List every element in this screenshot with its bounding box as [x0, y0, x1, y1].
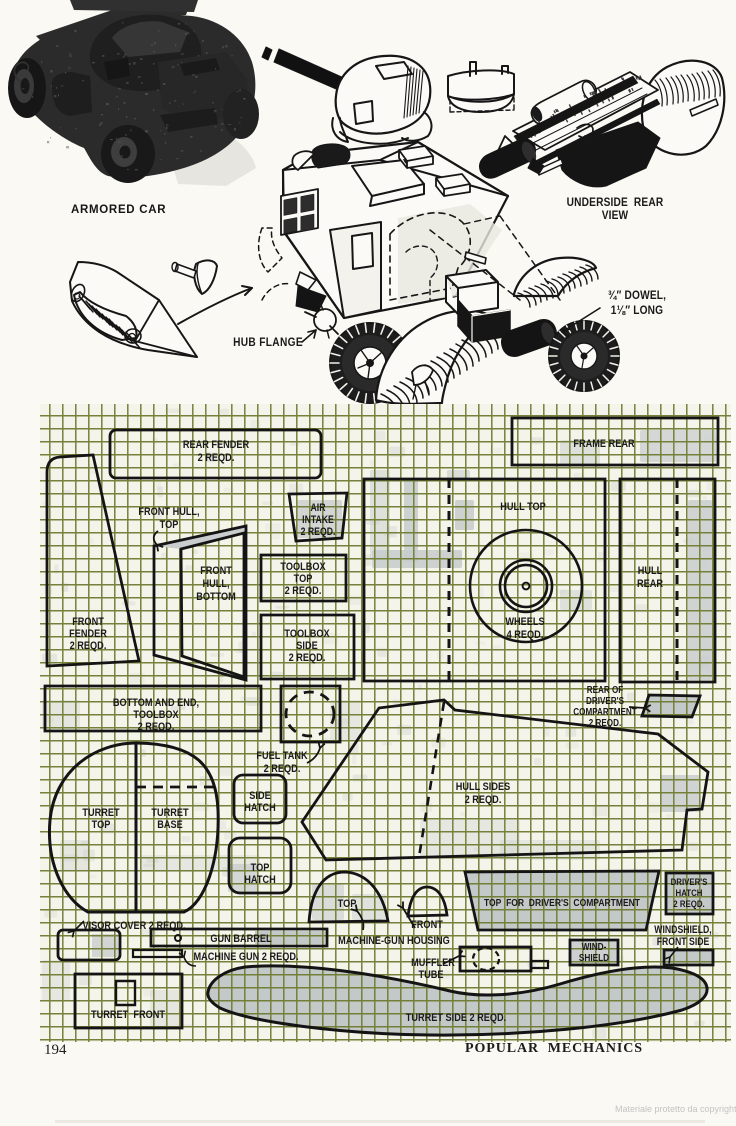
svg-text:MACHINE GUN 2 REQD.: MACHINE GUN 2 REQD. [193, 951, 298, 963]
svg-text:FENDER: FENDER [69, 628, 107, 640]
svg-text:TURRET SIDE 2 REQD.: TURRET SIDE 2 REQD. [406, 1012, 507, 1024]
svg-text:TOOLBOX: TOOLBOX [133, 709, 178, 721]
svg-text:BOTTOM AND END,: BOTTOM AND END, [113, 697, 199, 709]
svg-text:MUFFLER: MUFFLER [411, 957, 455, 969]
svg-text:2 REQD.: 2 REQD. [138, 721, 175, 733]
svg-text:2 REQD.: 2 REQD. [70, 640, 107, 652]
svg-text:FRONT: FRONT [200, 565, 232, 577]
svg-text:2 REQD.: 2 REQD. [301, 526, 336, 538]
svg-text:¾″ DOWEL,: ¾″ DOWEL, [608, 289, 666, 302]
svg-text:HULL,: HULL, [202, 578, 229, 590]
svg-text:HULL: HULL [638, 565, 662, 577]
svg-text:TOP: TOP [160, 519, 179, 531]
svg-text:TURRET: TURRET [82, 807, 120, 819]
svg-text:DRIVER'S: DRIVER'S [671, 876, 708, 887]
svg-text:2 REQD.: 2 REQD. [264, 763, 301, 775]
svg-text:WINDSHIELD,: WINDSHIELD, [654, 924, 712, 936]
svg-text:UNDERSIDE REAR: UNDERSIDE REAR [567, 196, 664, 209]
svg-text:BOTTOM: BOTTOM [196, 591, 236, 603]
svg-text:TUBE: TUBE [419, 969, 444, 981]
svg-text:TOOLBOX: TOOLBOX [280, 561, 325, 573]
svg-text:TOP: TOP [338, 898, 357, 910]
svg-text:TURRET FRONT: TURRET FRONT [91, 1009, 166, 1021]
svg-text:HATCH: HATCH [244, 874, 275, 886]
svg-text:TOP: TOP [294, 573, 313, 585]
svg-text:INTAKE: INTAKE [302, 514, 334, 526]
svg-text:FRONT: FRONT [411, 919, 443, 931]
svg-text:TOP FOR DRIVER'S COMPARTMEN: TOP FOR DRIVER'S COMPARTMENT [484, 897, 640, 909]
svg-text:WHEELS: WHEELS [505, 616, 544, 628]
svg-text:HATCH: HATCH [676, 887, 703, 898]
svg-text:TOP: TOP [92, 819, 111, 831]
svg-text:2 REQD.: 2 REQD. [198, 452, 235, 464]
svg-text:TURRET: TURRET [151, 807, 189, 819]
svg-text:HUB FLANGE: HUB FLANGE [233, 336, 303, 349]
svg-text:WIND-: WIND- [582, 941, 607, 952]
svg-text:FRONT SIDE: FRONT SIDE [657, 936, 710, 948]
svg-text:FRAME REAR: FRAME REAR [573, 438, 635, 450]
svg-text:VIEW: VIEW [602, 209, 629, 222]
svg-text:HULL SIDES: HULL SIDES [456, 781, 511, 793]
svg-text:TOP: TOP [251, 862, 270, 874]
svg-text:COMPARTMENT: COMPARTMENT [573, 706, 637, 717]
svg-text:REAR OF: REAR OF [587, 684, 624, 695]
svg-text:REAR FENDER: REAR FENDER [183, 439, 250, 451]
svg-text:FRONT: FRONT [72, 616, 104, 628]
svg-text:2 REQD.: 2 REQD. [465, 794, 502, 806]
svg-text:2 REQD.: 2 REQD. [589, 717, 621, 728]
svg-text:BASE: BASE [157, 819, 183, 831]
svg-text:SHIELD: SHIELD [579, 952, 610, 963]
svg-text:2 REQD.: 2 REQD. [289, 652, 326, 664]
svg-text:FRONT HULL,: FRONT HULL, [138, 506, 199, 518]
svg-text:2 REQD.: 2 REQD. [285, 585, 322, 597]
svg-text:GUN BARREL: GUN BARREL [210, 933, 271, 945]
svg-text:4 REQD.: 4 REQD. [507, 629, 544, 641]
svg-text:DRIVER'S: DRIVER'S [586, 695, 624, 706]
svg-text:HATCH: HATCH [244, 802, 275, 814]
svg-text:1⅛″ LONG: 1⅛″ LONG [611, 304, 663, 317]
svg-text:TOOLBOX: TOOLBOX [284, 628, 329, 640]
svg-text:SIDE: SIDE [296, 640, 318, 652]
svg-text:HULL TOP: HULL TOP [500, 501, 546, 513]
svg-text:FUEL TANK: FUEL TANK [256, 750, 308, 762]
svg-text:AIR: AIR [311, 502, 326, 514]
svg-text:2 REQD.: 2 REQD. [673, 898, 704, 909]
svg-text:SIDE: SIDE [249, 790, 271, 802]
svg-text:REAR: REAR [637, 578, 664, 590]
svg-text:MACHINE-GUN HOUSING: MACHINE-GUN HOUSING [338, 935, 450, 947]
